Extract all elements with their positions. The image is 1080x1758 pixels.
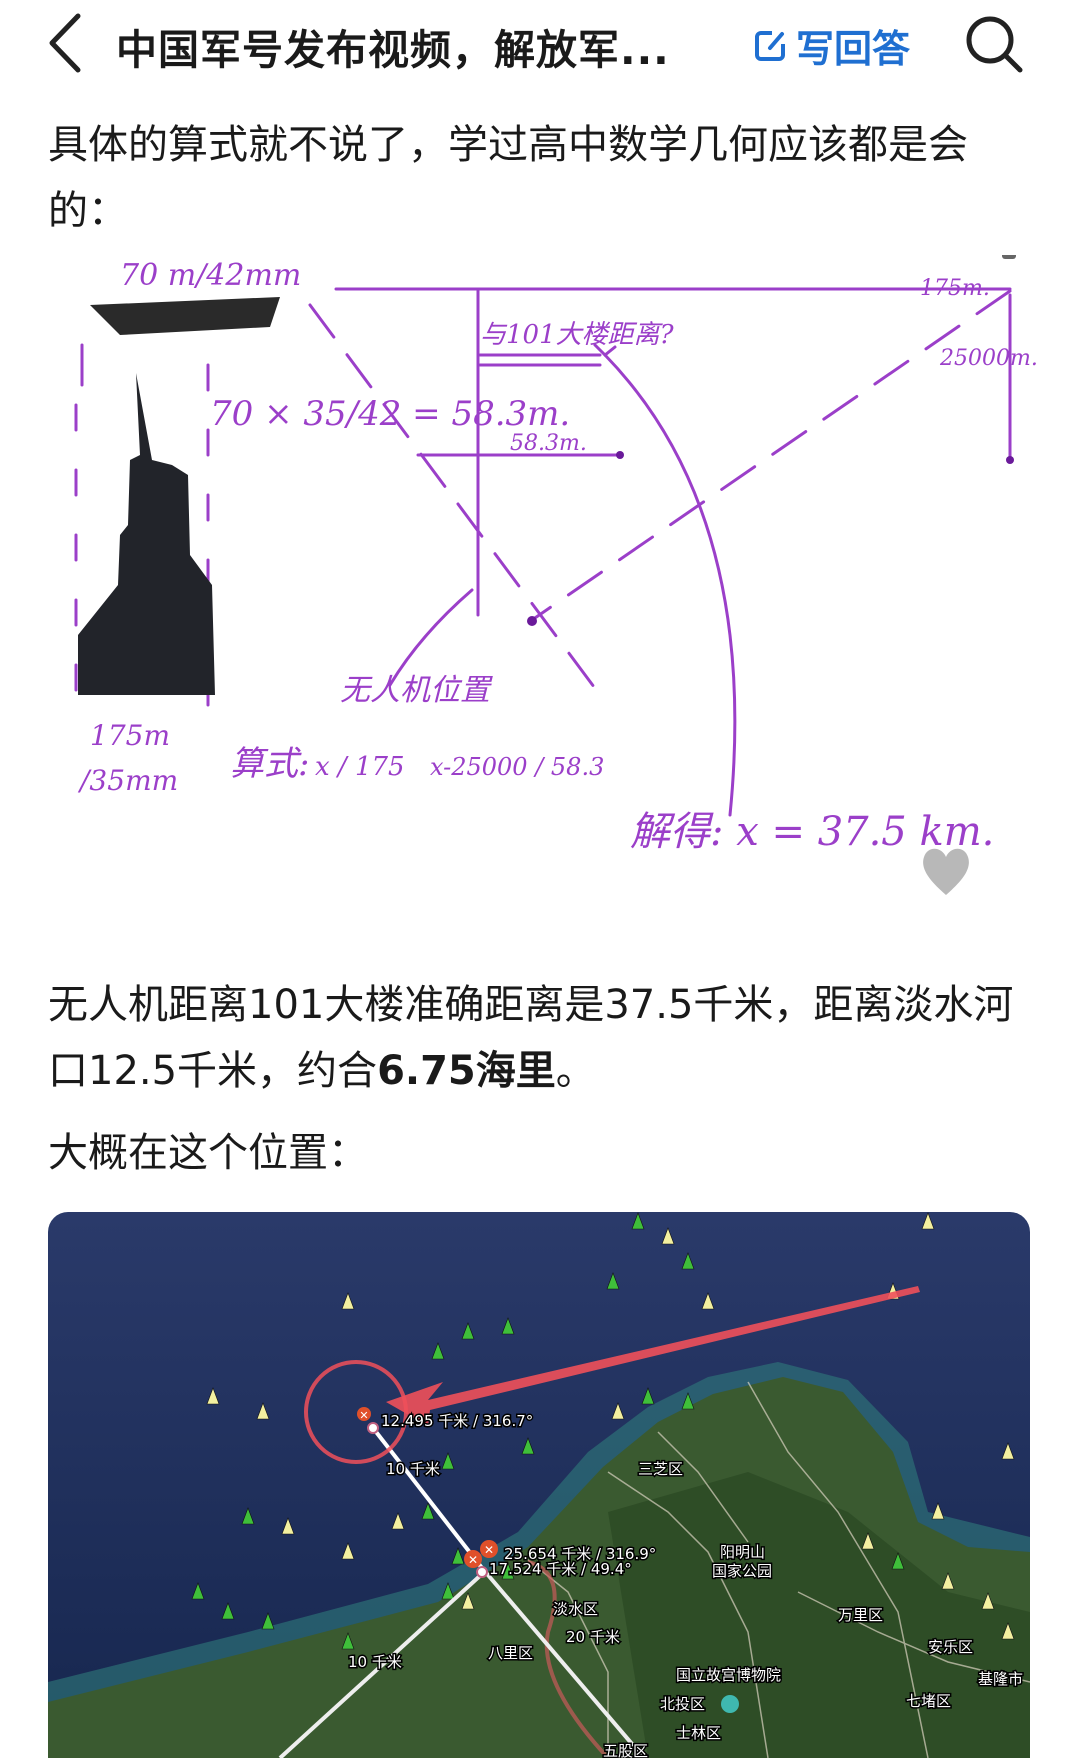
place-label: 北投区 — [660, 1695, 705, 1713]
nautical-miles-value: 6.75海里 — [377, 1048, 556, 1094]
vessel-marker-icon[interactable] — [451, 1547, 465, 1565]
vessel-marker-icon[interactable] — [441, 1452, 455, 1470]
tower-silhouette — [78, 373, 215, 695]
vessel-marker-icon[interactable] — [631, 1212, 645, 1230]
vessel-marker-icon[interactable] — [206, 1387, 220, 1405]
question-label: 与101大楼距离? — [480, 320, 675, 350]
vessel-marker-icon[interactable] — [701, 1292, 715, 1310]
marker-x-icon: ✕ — [357, 1407, 371, 1422]
vessel-marker-icon[interactable] — [661, 1227, 675, 1245]
vessel-marker-icon[interactable] — [441, 1582, 455, 1600]
dashed-diagonal — [530, 289, 1012, 622]
top-bar: 中国军号发布视频，解放军... 写回答 — [0, 0, 1080, 88]
vessel-marker-icon[interactable] — [431, 1342, 445, 1360]
place-label: 士林区 — [676, 1724, 721, 1742]
svg-text:✕: ✕ — [484, 1543, 494, 1557]
vessel-marker-icon[interactable] — [191, 1582, 205, 1600]
vessel-marker-icon[interactable] — [461, 1592, 475, 1610]
close-icon — [1002, 255, 1016, 259]
vessel-marker-icon[interactable] — [501, 1317, 515, 1335]
highlight-circle — [304, 1360, 408, 1464]
river — [527, 1560, 610, 1758]
page-title[interactable]: 中国军号发布视频，解放军... — [116, 26, 670, 74]
edit-icon — [755, 30, 785, 61]
formula-prefix: 算式: — [230, 744, 309, 784]
place-label: 淡水区 — [553, 1600, 598, 1618]
write-answer-button[interactable]: 写回答 — [752, 18, 910, 73]
place-label: 八里区 — [488, 1644, 533, 1662]
marker-x-icon: ✕ — [480, 1540, 498, 1558]
marker-x-icon: ✕ — [464, 1550, 482, 1568]
formula-left: x / 175 — [315, 752, 405, 782]
chevron-left-icon[interactable] — [44, 12, 92, 74]
vessel-marker-icon[interactable] — [341, 1632, 355, 1650]
vessel-marker-icon[interactable] — [606, 1272, 620, 1290]
place-label: 国家公园 — [712, 1562, 772, 1580]
geometry-sketch-image: 70 m/42mm 70 × 35/42 = 58.3m. 与101大楼距离? … — [74, 255, 1038, 895]
place-label: 七堵区 — [906, 1692, 951, 1710]
place-label: 国立故宫博物院 — [676, 1666, 781, 1684]
location-paragraph: 大概在这个位置： — [48, 1130, 368, 1176]
write-answer-label: 写回答 — [796, 27, 911, 71]
vessel-marker-icon[interactable] — [981, 1592, 995, 1610]
museum-pin-icon — [721, 1695, 739, 1713]
vessel-marker-icon[interactable] — [391, 1512, 405, 1530]
drone-label: 无人机位置 — [340, 673, 493, 708]
vessel-marker-icon[interactable] — [241, 1507, 255, 1525]
vessel-marker-icon[interactable] — [501, 1562, 515, 1580]
vessel-marker-icon[interactable] — [1001, 1622, 1015, 1640]
marker-label-3: 17.524 千米 / 49.4° — [489, 1560, 632, 1578]
satellite-map[interactable]: ✕ ✕ ✕ 12.495 千米 / 316.7° 25.654 千米 / 316… — [48, 1212, 1030, 1758]
vessel-marker-icon[interactable] — [421, 1502, 435, 1520]
vessel-marker-icon[interactable] — [921, 1212, 935, 1230]
place-label: 三芝区 — [638, 1460, 683, 1478]
height-label: 25000m. — [939, 346, 1038, 371]
search-icon[interactable] — [962, 12, 1026, 76]
tower-scale-top: 175m — [90, 719, 170, 752]
svg-text:✕: ✕ — [359, 1409, 368, 1422]
result-paragraph: 无人机距离101大楼准确距离是37.5千米，距离淡水河口12.5千米，约合6.7… — [48, 982, 1014, 1094]
result-label: 解得: x = 37.5 km. — [630, 809, 994, 855]
vessel-marker-icon[interactable] — [261, 1612, 275, 1630]
place-label: 五股区 — [603, 1742, 648, 1758]
vessel-marker-icon[interactable] — [681, 1252, 695, 1270]
tower-scale-bottom: /35mm — [77, 764, 178, 797]
scale-label: 10 千米 — [386, 1460, 440, 1478]
formula-right: x-25000 / 58.3 — [430, 753, 604, 781]
intro-paragraph: 具体的算式就不说了，学过高中数学几何应该都是会的： — [48, 122, 968, 234]
place-label: 基隆市 — [978, 1670, 1023, 1688]
heart-icon — [923, 848, 969, 895]
vessel-marker-icon[interactable] — [521, 1437, 535, 1455]
vessel-marker-icon[interactable] — [931, 1502, 945, 1520]
svg-text:✕: ✕ — [468, 1553, 478, 1567]
marker-label-1: 12.495 千米 / 316.7° — [381, 1412, 533, 1430]
red-arrow — [386, 1286, 920, 1426]
ship-scale-label: 70 m/42mm — [120, 258, 301, 293]
calc1-label: 70 × 35/42 = 58.3m. — [210, 394, 570, 434]
vessel-marker-icon[interactable] — [341, 1542, 355, 1560]
drone-point — [527, 616, 537, 626]
marker-label-2: 25.654 千米 / 316.9° — [504, 1545, 656, 1563]
vessel-marker-icon[interactable] — [641, 1387, 655, 1405]
top-right-label: 175m. — [920, 276, 990, 301]
vessel-marker-icon[interactable] — [611, 1402, 625, 1420]
vessel-marker-icon[interactable] — [281, 1517, 295, 1535]
place-label: 安乐区 — [928, 1638, 973, 1656]
dashed-diagonal-left — [308, 303, 602, 697]
vessel-marker-icon[interactable] — [1001, 1442, 1015, 1460]
vessel-marker-icon[interactable] — [461, 1322, 475, 1340]
vessel-marker-icon[interactable] — [221, 1602, 235, 1620]
vessel-marker-icon[interactable] — [341, 1292, 355, 1310]
vessel-marker-icon[interactable] — [891, 1552, 905, 1570]
vessel-marker-icon[interactable] — [681, 1392, 695, 1410]
scale-label: 20 千米 — [566, 1628, 620, 1646]
vessel-marker-icon[interactable] — [861, 1532, 875, 1550]
place-label: 万里区 — [838, 1606, 883, 1624]
vessel-marker-icon[interactable] — [941, 1572, 955, 1590]
scale-label: 10 千米 — [348, 1653, 402, 1671]
place-label: 阳明山 — [720, 1543, 765, 1561]
ship-silhouette — [90, 297, 280, 335]
mid-label: 58.3m. — [510, 431, 587, 456]
vessel-marker-icon[interactable] — [256, 1402, 270, 1420]
